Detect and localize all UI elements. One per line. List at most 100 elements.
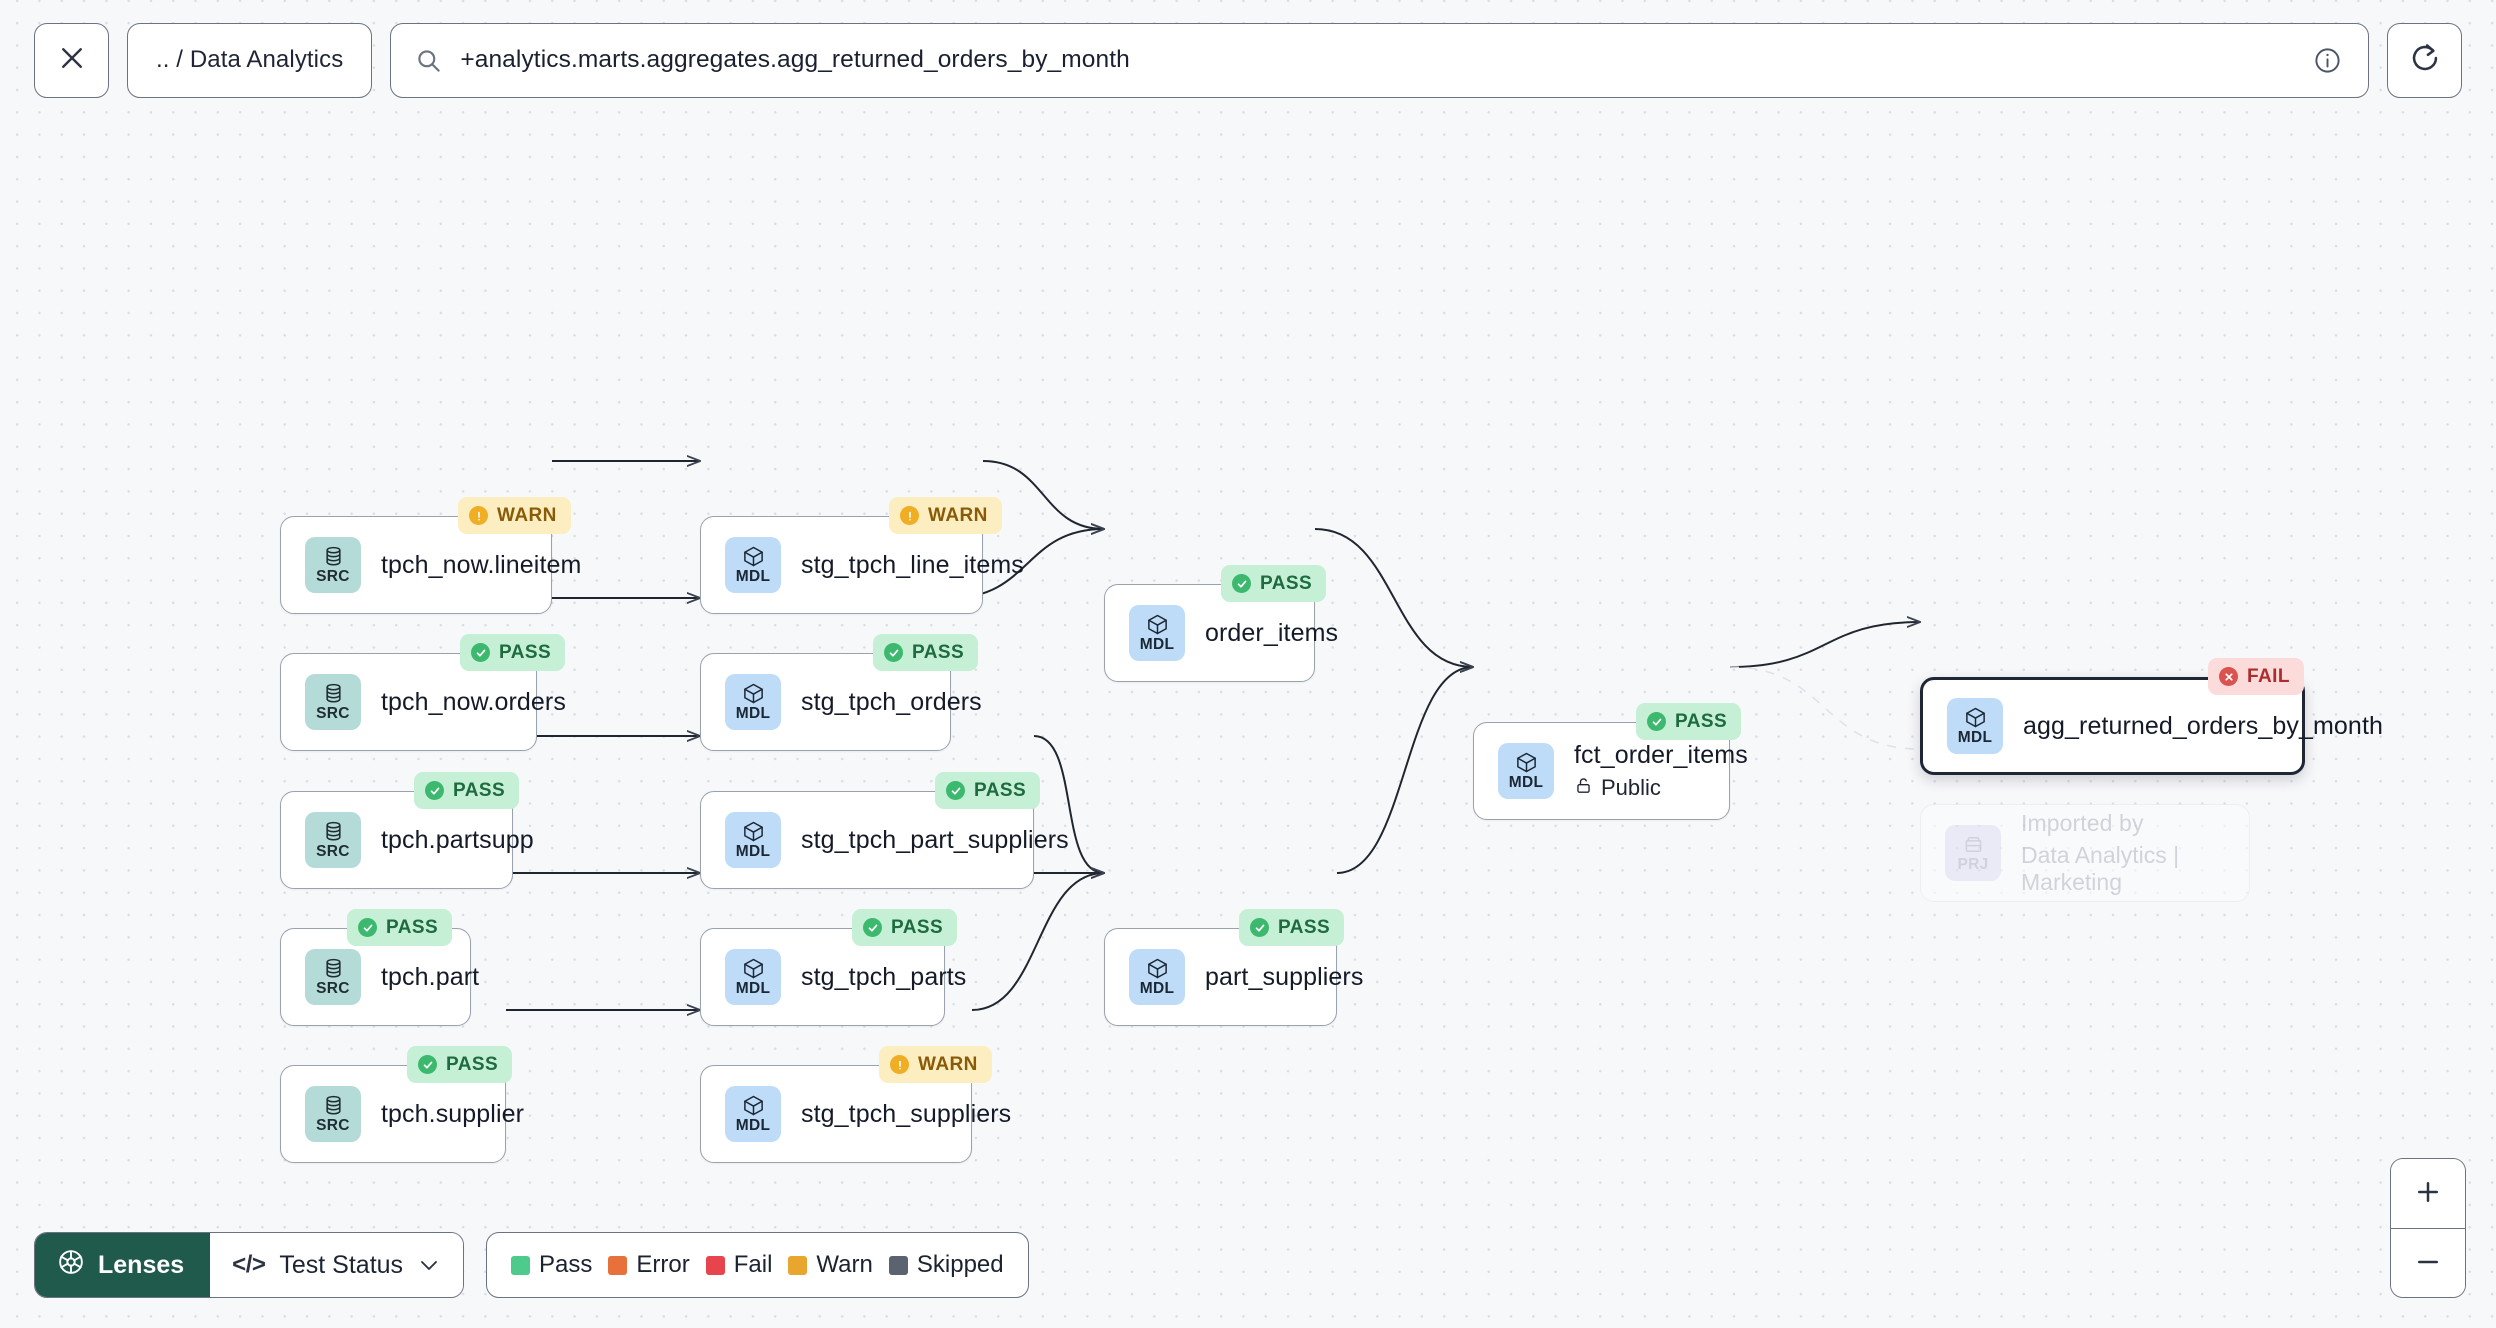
node-title: part_suppliers [1205, 962, 1364, 991]
top-toolbar: .. / Data Analytics +analytics.marts.agg… [0, 0, 2496, 120]
node-body: stg_tpch_parts [801, 962, 967, 992]
zoom-in-button[interactable] [2391, 1159, 2465, 1228]
node-title: fct_order_items [1574, 741, 1748, 769]
node-body: agg_returned_orders_by_month [2023, 711, 2383, 741]
src-type-icon: SRC [305, 1086, 361, 1142]
prj-type-icon: PRJ [1945, 825, 2001, 881]
test-status-dropdown[interactable]: </> Test Status [210, 1233, 464, 1297]
zoom-out-button[interactable] [2391, 1228, 2465, 1297]
search-bar[interactable]: +analytics.marts.aggregates.agg_returned… [390, 22, 2369, 98]
status-dot-icon [884, 643, 903, 662]
node-body: tpch.partsupp [381, 826, 534, 855]
search-icon [415, 47, 442, 74]
node-type-tag: MDL [1139, 980, 1175, 998]
node-title: tpch.supplier [381, 1099, 525, 1128]
status-dot-icon [890, 1055, 909, 1074]
status-badge-pass: PASS [1239, 909, 1345, 946]
graph-node-stg_tpch_orders[interactable]: MDL stg_tpch_orders [700, 653, 982, 751]
node-body: order_items [1205, 618, 1339, 648]
legend-item-fail[interactable]: Fail [705, 1251, 773, 1279]
legend-label: Fail [733, 1251, 773, 1278]
status-badge-label: PASS [1675, 710, 1728, 732]
node-subtitle-label: Public [1601, 775, 1661, 800]
mdl-type-icon: MDL [725, 949, 781, 1005]
graph-node-agg_returned_orders_by_month[interactable]: MDL agg_returned_orders_by_month [1920, 677, 2383, 775]
status-dot-icon [863, 918, 882, 937]
mdl-type-icon: MDL [1498, 743, 1554, 799]
node-title: stg_tpch_parts [801, 962, 967, 991]
breadcrumb[interactable]: .. / Data Analytics [127, 22, 373, 98]
mdl-type-icon: MDL [725, 674, 781, 730]
lenses-button[interactable]: Lenses [35, 1233, 211, 1297]
legend-item-pass[interactable]: Pass [511, 1251, 592, 1279]
node-type-tag: SRC [316, 980, 350, 998]
status-dot-icon [2219, 667, 2238, 686]
legend-swatch-icon [705, 1255, 725, 1275]
mdl-type-icon: MDL [1129, 605, 1185, 661]
node-type-tag: MDL [1957, 729, 1993, 747]
status-dot-icon [1250, 918, 1269, 937]
node-title: Imported by [2021, 810, 2144, 836]
node-body: tpch.part [381, 963, 479, 992]
status-badge-label: PASS [1260, 572, 1313, 594]
breadcrumb-label: .. / Data Analytics [156, 46, 344, 73]
status-badge-label: PASS [446, 1053, 499, 1075]
legend-item-warn[interactable]: Warn [788, 1251, 873, 1279]
node-type-tag: PRJ [1957, 856, 1989, 874]
legend-swatch-icon [511, 1255, 531, 1275]
mdl-type-icon: MDL [1129, 949, 1185, 1005]
search-input[interactable]: +analytics.marts.aggregates.agg_returned… [460, 46, 1130, 73]
status-badge-warn: WARN [879, 1046, 992, 1083]
legend-item-error[interactable]: Error [608, 1251, 690, 1279]
node-type-tag: SRC [316, 705, 350, 723]
status-dot-icon [900, 506, 919, 525]
close-button[interactable] [34, 22, 109, 98]
legend-item-skipped[interactable]: Skipped [888, 1251, 1004, 1279]
status-badge-label: PASS [912, 641, 965, 663]
src-type-icon: SRC [305, 537, 361, 593]
status-badge-label: PASS [499, 641, 552, 663]
node-body: fct_order_items Public [1574, 741, 1748, 801]
mdl-type-icon: MDL [725, 1086, 781, 1142]
status-badge-fail: FAIL [2208, 658, 2304, 695]
graph-node-tpch_supplier[interactable]: SRC tpch.supplier [280, 1065, 525, 1163]
refresh-button[interactable] [2387, 22, 2462, 98]
lenses-label: Lenses [98, 1250, 185, 1279]
status-badge-pass: PASS [407, 1046, 513, 1083]
node-body: tpch.supplier [381, 1099, 525, 1129]
legend-label: Pass [539, 1251, 593, 1278]
test-status-label: Test Status [279, 1250, 404, 1279]
status-badge-label: WARN [928, 504, 988, 526]
status-dot-icon [358, 918, 377, 937]
code-icon: </> [232, 1251, 266, 1278]
status-dot-icon [946, 781, 965, 800]
edge-fct_order_items-to-agg_returned_orders_by_month [1729, 622, 1920, 668]
lenses-group: Lenses </> Test Status [34, 1232, 465, 1298]
edge-part_suppliers-to-fct_order_items [1336, 667, 1473, 874]
src-type-icon: SRC [305, 812, 361, 868]
node-type-tag: MDL [735, 843, 771, 861]
node-body: stg_tpch_line_items [801, 551, 1024, 580]
node-title: order_items [1205, 618, 1339, 647]
node-title: tpch_now.orders [381, 687, 566, 716]
node-title: stg_tpch_orders [801, 687, 982, 716]
graph-node-tpch_now_lineitem[interactable]: SRC tpch_now.lineitem [280, 516, 582, 614]
status-badge-label: WARN [497, 504, 557, 526]
refresh-icon [2409, 42, 2441, 79]
legend-swatch-icon [888, 1255, 908, 1275]
legend-label: Warn [816, 1251, 873, 1278]
status-badge-warn: WARN [458, 497, 571, 534]
status-badge-pass: PASS [347, 909, 453, 946]
legend-label: Error [636, 1251, 690, 1278]
plus-icon [2413, 1177, 2443, 1210]
node-title: tpch_now.lineitem [381, 550, 582, 579]
status-badge-label: WARN [918, 1053, 978, 1075]
node-body: tpch_now.lineitem [381, 550, 582, 580]
node-title: agg_returned_orders_by_month [2023, 711, 2383, 740]
info-icon[interactable] [2313, 46, 2342, 75]
node-body: tpch_now.orders [381, 687, 566, 717]
